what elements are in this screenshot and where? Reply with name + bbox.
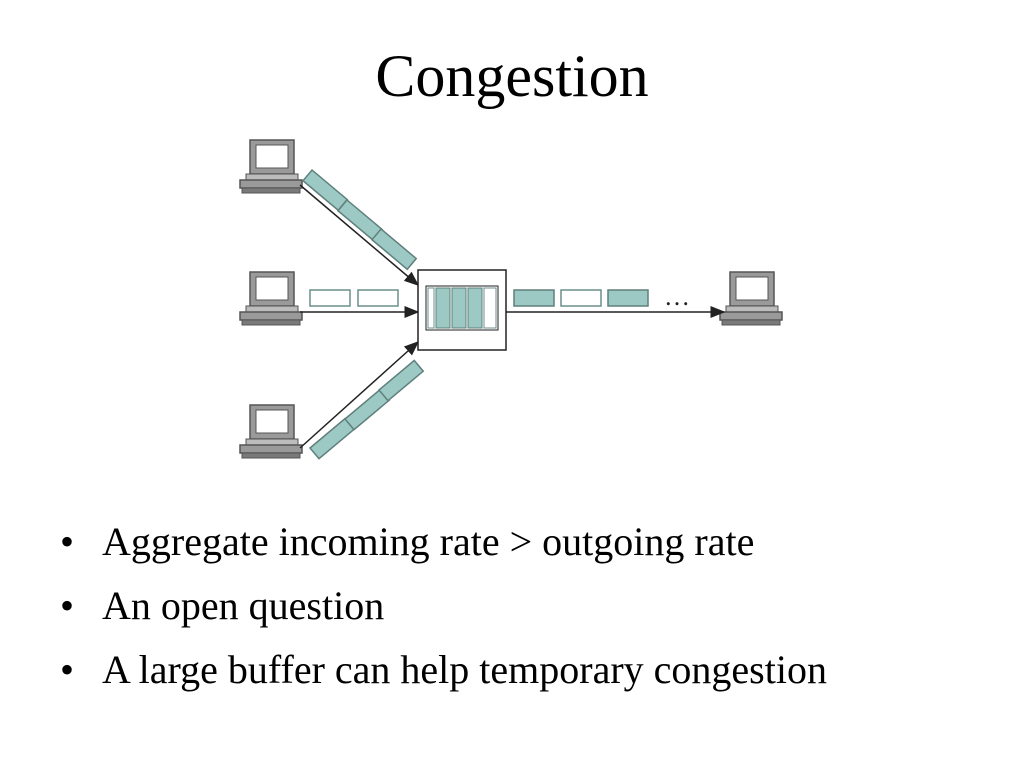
packet: [301, 168, 349, 212]
packet: [377, 359, 425, 402]
packets-top: [301, 168, 418, 271]
bullet-text: Aggregate incoming rate > outgoing rate: [102, 519, 755, 564]
bullet-item: • An open question: [60, 574, 827, 638]
packet: [607, 289, 649, 307]
slide-title: Congestion: [375, 43, 649, 109]
buffer-slot: [483, 287, 497, 329]
computer-icon-top: [239, 139, 303, 194]
bullet-marker: •: [60, 519, 75, 564]
computer-icon-bottom: [239, 404, 303, 459]
packets-middle: [309, 289, 399, 307]
bullet-text: An open question: [102, 583, 385, 628]
bullet-marker: •: [60, 583, 75, 628]
bullet-item: • Aggregate incoming rate > outgoing rat…: [60, 510, 827, 574]
packet: [560, 289, 602, 307]
packet: [336, 198, 384, 242]
bullet-text: A large buffer can help temporary conges…: [102, 647, 827, 692]
computer-icon-middle: [239, 271, 303, 326]
ellipsis-label: …: [664, 282, 690, 311]
packet: [513, 289, 555, 307]
buffer-slot: [427, 287, 435, 329]
buffer-slot: [435, 287, 451, 329]
packets-outgoing: [513, 289, 649, 307]
bullet-marker: •: [60, 647, 75, 692]
computer-icon-destination: [719, 271, 783, 326]
buffer-slot: [467, 287, 483, 329]
bullet-list: • Aggregate incoming rate > outgoing rat…: [60, 510, 827, 702]
packet: [308, 417, 356, 460]
link-bottom: [299, 340, 420, 449]
link-top: [299, 184, 420, 286]
buffer-slot: [451, 287, 467, 329]
packet: [357, 289, 399, 307]
packets-bottom: [308, 359, 425, 460]
congestion-diagram: …: [239, 139, 783, 460]
packet: [343, 388, 391, 431]
bullet-item: • A large buffer can help temporary cong…: [60, 638, 827, 702]
packet: [370, 227, 418, 271]
packet: [309, 289, 351, 307]
router-icon: [417, 269, 507, 351]
